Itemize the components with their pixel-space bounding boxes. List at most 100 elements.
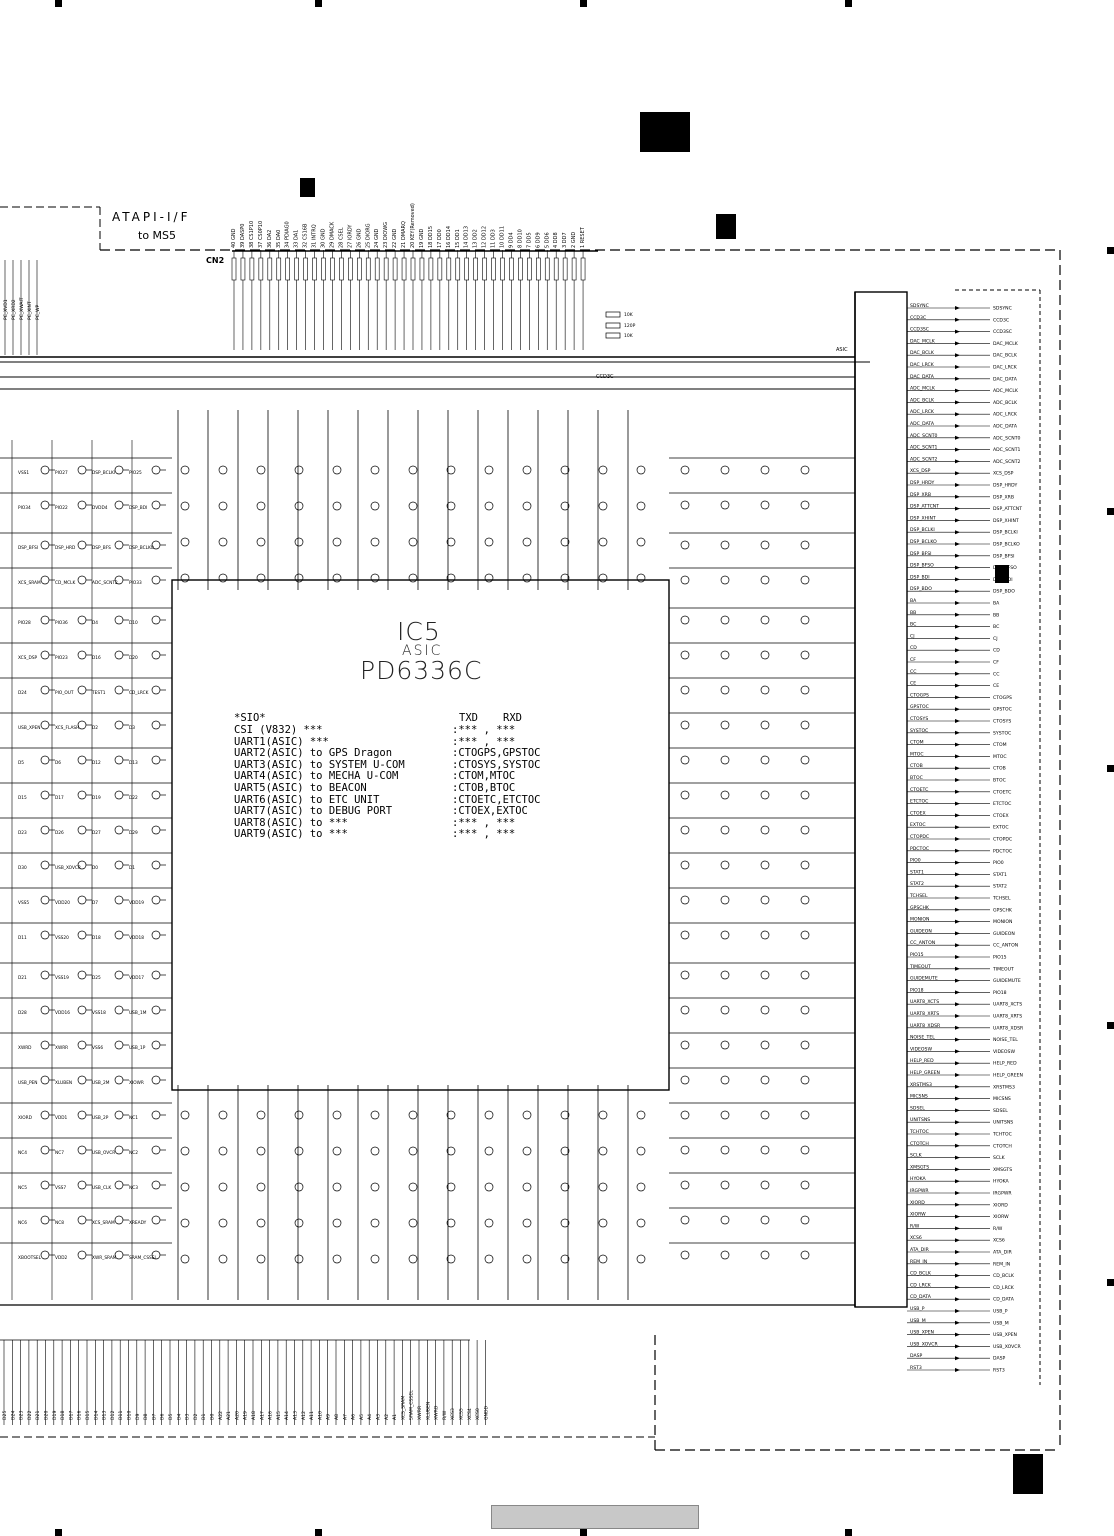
signal-arrow: [955, 860, 960, 865]
pin-net-label: D5: [18, 760, 24, 766]
right-net-label: DSP_BFSI: [910, 551, 932, 557]
pin-net-label: D29: [129, 830, 138, 836]
pin-circle: [77, 465, 87, 475]
signal-arrow: [955, 1037, 960, 1042]
right-net-label: DSP_HRDY: [993, 483, 1017, 489]
pin-circle: [680, 755, 690, 765]
sio-row-name: CSI (V832) ***: [234, 724, 323, 736]
right-net-label: USB_XOVCR: [910, 1341, 938, 1347]
cn2-series-resistor: [258, 257, 264, 281]
signal-arrow: [955, 848, 960, 853]
pin-net-label: D22: [129, 795, 138, 801]
pin-circle: [800, 1110, 810, 1120]
pin-circle: [151, 500, 161, 510]
pin-circle: [256, 501, 266, 511]
signal-arrow: [955, 919, 960, 924]
address-label: A20: [234, 1411, 240, 1420]
pin-net-label: DSP_BFSI: [18, 545, 38, 551]
right-net-label: DAC_BCLK: [910, 350, 935, 356]
address-label: D24: [10, 1411, 16, 1420]
pin-circle: [408, 1182, 418, 1192]
pin-circle: [256, 537, 266, 547]
right-net-label: PIO15: [910, 952, 924, 958]
signal-arrow: [955, 742, 960, 747]
pin-circle: [114, 720, 124, 730]
pin-circle: [408, 573, 418, 583]
signal-arrow: [955, 1344, 960, 1349]
right-net-label: HELP_RED: [910, 1058, 934, 1064]
address-label: D5: [168, 1413, 174, 1420]
right-net-label: CTOTCH: [910, 1141, 929, 1147]
address-label: A22: [218, 1411, 224, 1420]
pin-net-label: DVDD4: [92, 505, 108, 511]
address-label: A4: [367, 1414, 373, 1420]
cn2-series-resistor: [321, 257, 326, 281]
signal-arrow: [955, 1285, 960, 1290]
signal-arrow: [955, 896, 960, 900]
right-net-label: DAC_DATA: [910, 374, 935, 380]
pin-net-label: XCS_SRAM: [18, 580, 41, 586]
pin-circle: [151, 755, 161, 765]
right-net-label: SDSYNC: [910, 303, 929, 309]
cn2-series-resistor: [527, 257, 532, 281]
pin-circle: [760, 650, 770, 660]
edge-marker: [315, 1529, 322, 1536]
pin-circle: [760, 575, 770, 585]
address-label: D13: [102, 1411, 108, 1420]
cn2-series-resistor: [580, 257, 586, 281]
pin-circle: [114, 615, 124, 625]
bus-label-asic: ASIC: [836, 347, 848, 353]
cn2-pin-label: 30 GND: [321, 228, 327, 248]
signal-arrow: [955, 966, 960, 971]
bus-label-ccd3c: CCD3C: [596, 374, 614, 380]
pin-circle: [560, 1110, 570, 1120]
pin-circle: [760, 755, 770, 765]
pin-net-label: VSS19: [55, 975, 69, 981]
pin-circle: [680, 1075, 690, 1085]
pin-circle: [77, 1145, 87, 1155]
right-net-label: IRGPWR: [993, 1191, 1012, 1197]
right-net-label: BA: [910, 598, 917, 604]
pin-circle: [294, 1254, 304, 1264]
pin-net-label: PIO33: [129, 580, 142, 586]
pin-net-label: VDD2: [55, 1255, 68, 1261]
pin-circle: [800, 970, 810, 980]
pin-circle: [151, 1215, 161, 1225]
right-net-label: XCS6: [910, 1235, 922, 1241]
edge-marker: [1107, 247, 1114, 254]
pin-circle: [800, 500, 810, 510]
pin-net-label: XWR_SRAM: [92, 1255, 117, 1261]
right-net-label: DASP: [910, 1353, 923, 1359]
pin-circle: [77, 930, 87, 940]
pin-circle: [114, 1005, 124, 1015]
pin-circle: [720, 755, 730, 765]
pin-net-label: NC2: [129, 1150, 138, 1156]
pin-circle: [680, 1250, 690, 1260]
address-label: A15: [276, 1411, 282, 1420]
sio-row-txd-rxd: :CTOGPS,GPSTOC: [452, 747, 541, 760]
pin-circle: [720, 1110, 730, 1120]
signal-arrow: [955, 601, 960, 605]
right-net-label: DSP_BDO: [910, 586, 932, 592]
pin-net-label: D21: [18, 975, 27, 981]
pin-circle: [484, 573, 494, 583]
pin-circle: [77, 970, 87, 980]
pin-circle: [77, 650, 87, 660]
right-net-label: XIORW: [910, 1212, 926, 1218]
cn2-pin-label: 14 DD13: [464, 226, 470, 248]
sio-row-name: UART7(ASIC) to DEBUG PORT: [234, 805, 393, 818]
right-net-label: ADC_LRCK: [993, 412, 1018, 418]
pin-circle: [636, 1218, 646, 1228]
pin-net-label: D24: [18, 690, 27, 696]
pin-circle: [680, 790, 690, 800]
pin-circle: [598, 1182, 608, 1192]
right-net-label: MONION: [910, 917, 929, 923]
pin-net-label: D7: [92, 900, 98, 906]
right-net-label: GPSCHK: [993, 907, 1013, 913]
pin-circle: [760, 1040, 770, 1050]
address-label: D21: [35, 1411, 41, 1420]
signal-arrow: [955, 636, 960, 641]
right-net-label: BC: [993, 624, 999, 630]
pin-circle: [720, 575, 730, 585]
right-net-label: DAC_BCLK: [993, 353, 1018, 359]
